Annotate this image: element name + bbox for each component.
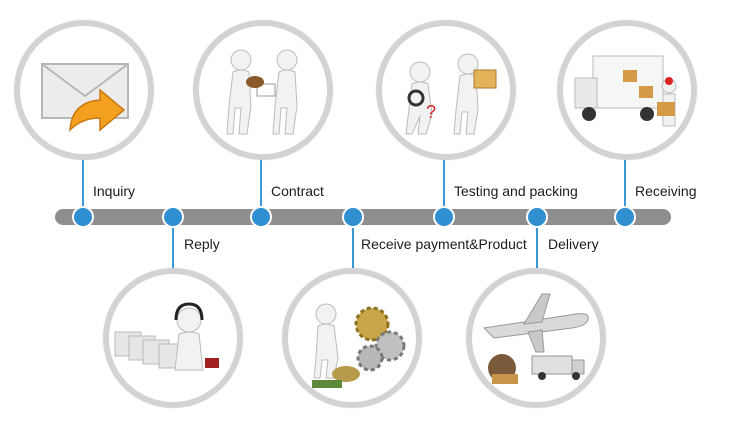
- svg-text:?: ?: [426, 102, 436, 122]
- dot-receiving: [614, 206, 636, 228]
- dot-payment: [342, 206, 364, 228]
- circle-contract: [193, 20, 333, 160]
- label-receiving: Receiving: [635, 183, 696, 199]
- circle-receiving: [557, 20, 697, 160]
- dot-contract: [250, 206, 272, 228]
- call-center-icon: [109, 274, 237, 402]
- circle-testing: ?: [376, 20, 516, 160]
- label-inquiry: Inquiry: [93, 183, 135, 199]
- inspection-package-icon: ?: [382, 26, 510, 154]
- circle-delivery: [466, 268, 606, 408]
- money-gears-icon: [288, 274, 416, 402]
- circle-reply: [103, 268, 243, 408]
- delivery-truck-icon: [563, 26, 691, 154]
- label-reply: Reply: [184, 236, 220, 252]
- dot-inquiry: [72, 206, 94, 228]
- label-contract: Contract: [271, 183, 324, 199]
- dot-reply: [162, 206, 184, 228]
- circle-inquiry: [14, 20, 154, 160]
- circle-payment: [282, 268, 422, 408]
- handshake-contract-icon: [199, 26, 327, 154]
- airplane-truck-icon: [472, 274, 600, 402]
- envelope-arrow-icon: [20, 26, 148, 154]
- label-delivery: Delivery: [548, 236, 599, 252]
- dot-delivery: [526, 206, 548, 228]
- label-testing: Testing and packing: [454, 183, 578, 199]
- dot-testing: [433, 206, 455, 228]
- label-payment: Receive payment&Product: [361, 236, 527, 252]
